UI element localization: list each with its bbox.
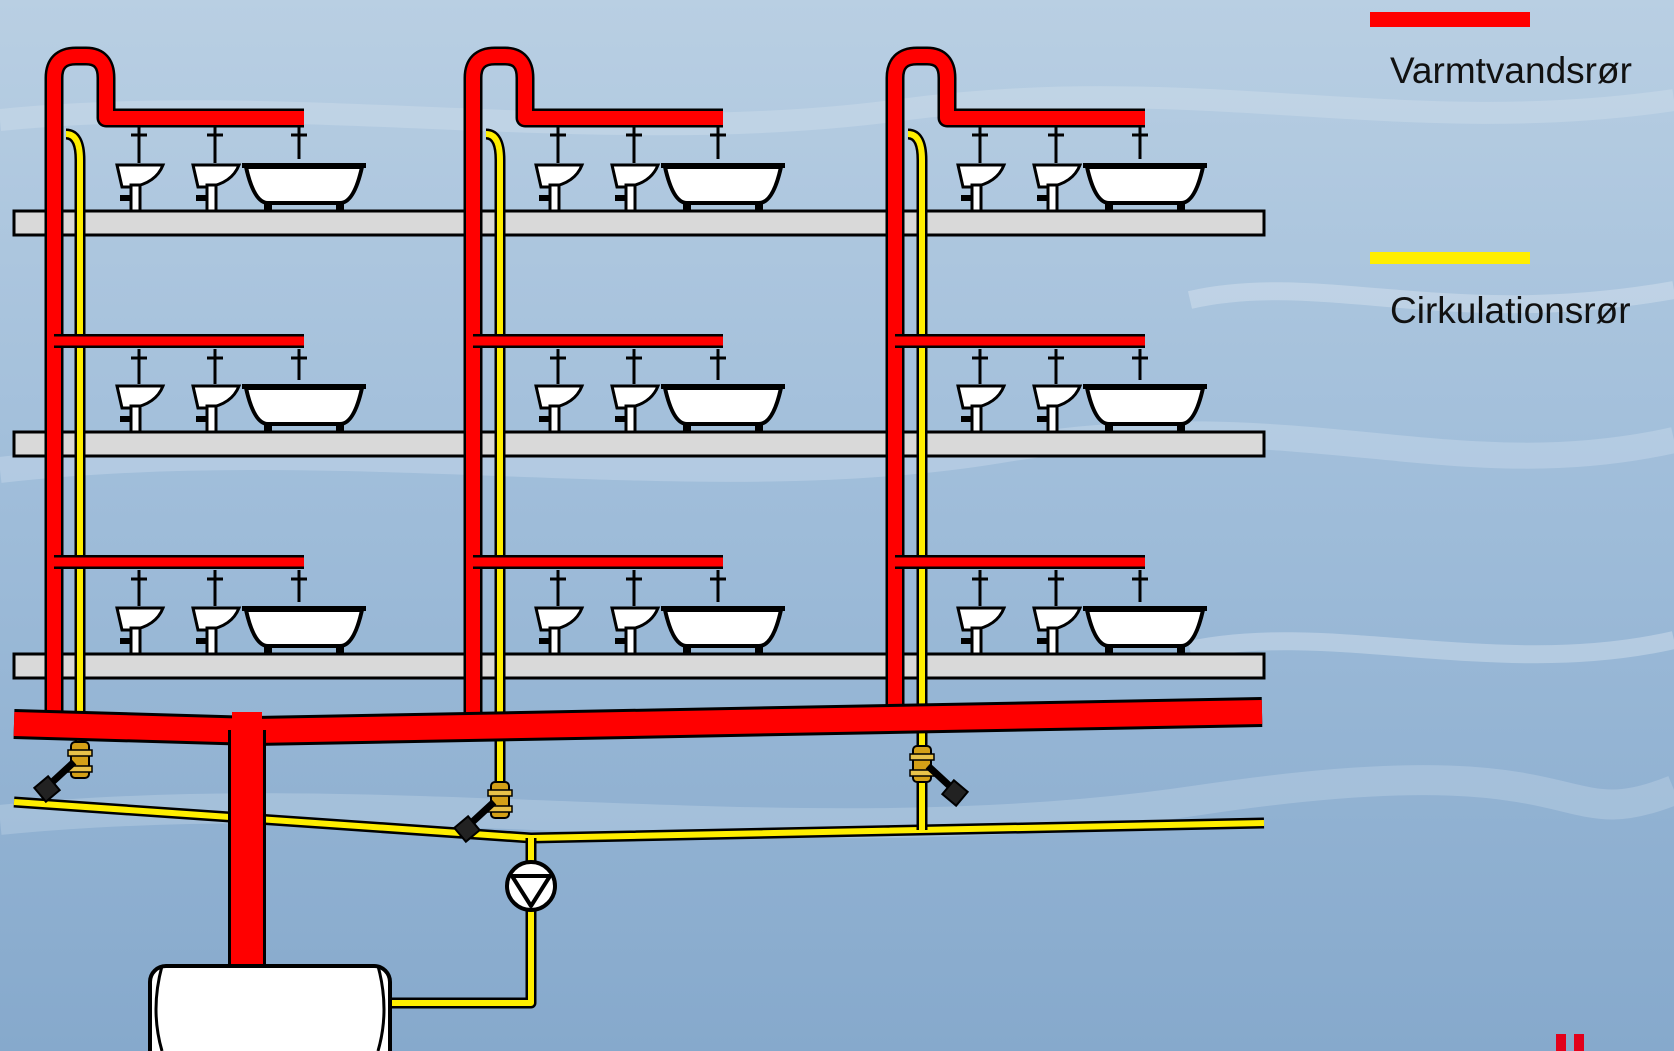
hot-water-riser	[47, 49, 304, 715]
balancing-valve-icon	[909, 745, 970, 808]
bathtub-icon	[1083, 163, 1207, 211]
logo-mark-icon	[1556, 1034, 1584, 1051]
legend-hot-water-swatch	[1370, 12, 1530, 27]
circulation-return-to-tank	[390, 910, 534, 1006]
bathtub-icon	[661, 163, 785, 211]
washbasin-icon	[610, 163, 661, 213]
balancing-valve-icon	[32, 741, 93, 804]
washbasin-icon	[115, 606, 166, 656]
fixtures	[115, 126, 1207, 656]
circulation-riser	[65, 131, 83, 760]
washbasin-icon	[115, 384, 166, 434]
washbasin-icon	[534, 163, 585, 213]
hot-water-junction	[232, 712, 262, 742]
legend-circulation-swatch	[1370, 252, 1530, 264]
bathtub-icon	[242, 606, 366, 654]
legend-circulation-label: Cirkulationsrør	[1390, 290, 1631, 331]
bathtub-icon	[1083, 384, 1207, 432]
circulation-riser	[907, 131, 925, 760]
hot-water-pipes	[13, 46, 1263, 968]
circulation-pump-icon	[505, 860, 557, 912]
floor-slab	[12, 430, 1266, 458]
washbasin-icon	[1032, 384, 1083, 434]
hot-water-riser	[466, 49, 723, 715]
circulation-riser	[485, 131, 503, 760]
washbasin-icon	[610, 384, 661, 434]
hot-water-riser	[888, 49, 1145, 715]
water-heater-tank-icon	[148, 964, 392, 1051]
floor-slabs	[12, 209, 1266, 680]
circulation-pipes	[13, 128, 1265, 1009]
washbasin-icon	[1032, 163, 1083, 213]
balancing-valve-icon	[452, 781, 513, 844]
bathtub-icon	[242, 384, 366, 432]
washbasin-icon	[191, 163, 242, 213]
floor-slab	[12, 652, 1266, 680]
legend-hot-water-label: Varmtvandsrør	[1390, 50, 1632, 91]
washbasin-icon	[956, 384, 1007, 434]
floor-slab	[12, 209, 1266, 237]
bathtub-icon	[661, 384, 785, 432]
bathtub-icon	[242, 163, 366, 211]
washbasin-icon	[534, 384, 585, 434]
washbasin-icon	[191, 384, 242, 434]
washbasin-icon	[956, 606, 1007, 656]
bathtub-icon	[661, 606, 785, 654]
balancing-valves	[32, 741, 970, 844]
washbasin-icon	[534, 606, 585, 656]
washbasin-icon	[610, 606, 661, 656]
washbasin-icon	[191, 606, 242, 656]
washbasin-icon	[115, 163, 166, 213]
washbasin-icon	[1032, 606, 1083, 656]
bathtub-icon	[1083, 606, 1207, 654]
washbasin-icon	[956, 163, 1007, 213]
